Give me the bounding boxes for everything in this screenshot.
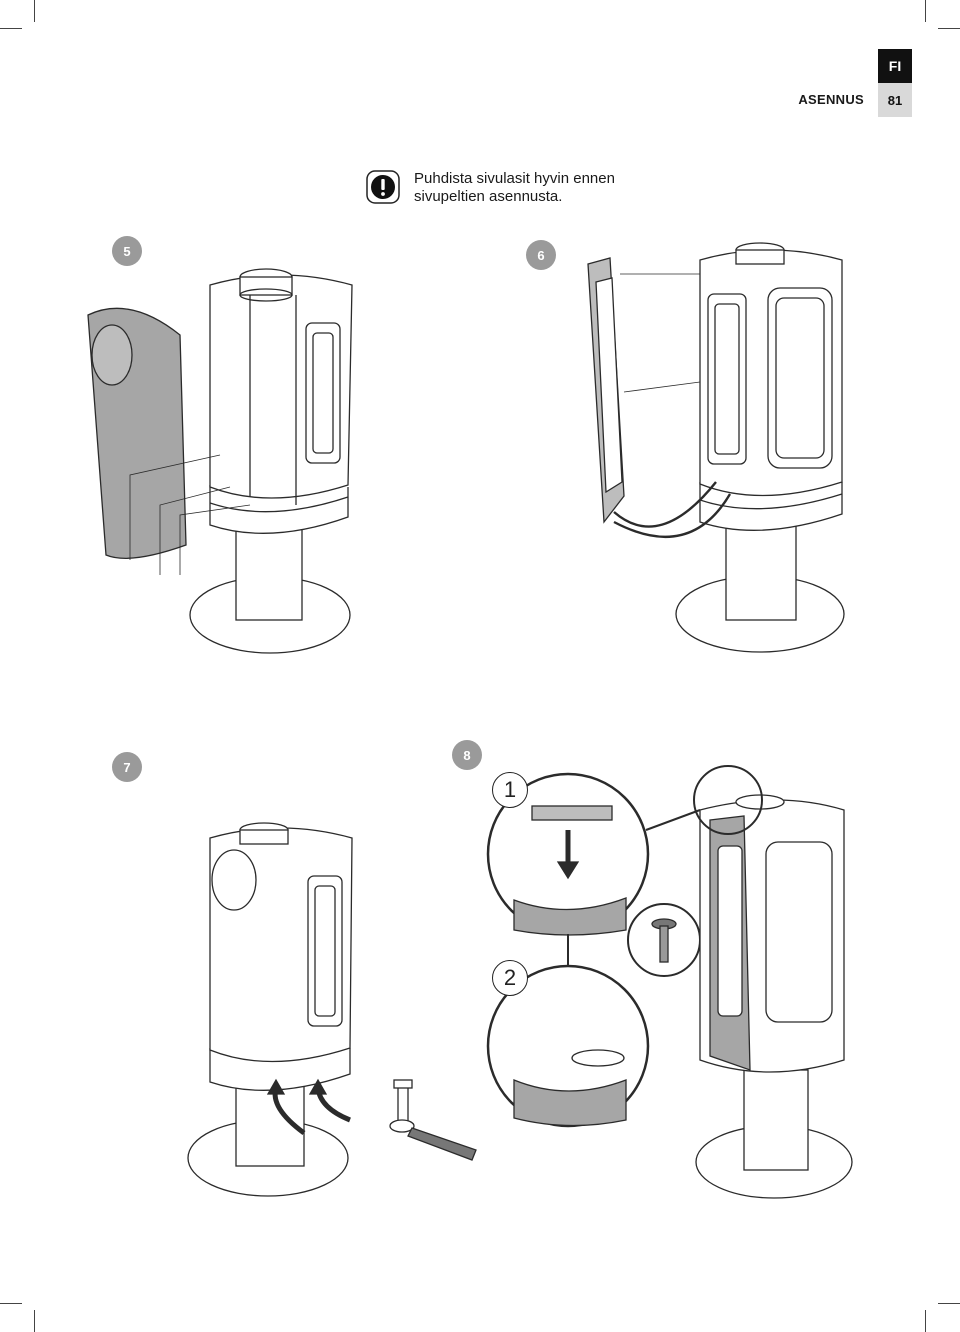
step-8-illustration	[486, 765, 853, 1199]
substep-1-badge: 1	[492, 772, 528, 808]
warning-line-2: sivupeltien asennusta.	[414, 188, 563, 205]
step-5-badge: 5	[112, 236, 142, 266]
step-6-illustration	[587, 242, 845, 653]
crop-mark	[0, 28, 22, 29]
step-7-badge: 7	[112, 752, 142, 782]
step-5-illustration	[87, 268, 353, 654]
page-number: 81	[878, 83, 912, 117]
warning-text: Puhdista sivulasit hyvin ennen sivupelti…	[414, 170, 674, 206]
crop-mark	[938, 28, 960, 29]
crop-mark	[34, 0, 35, 22]
section-title: ASENNUS	[798, 92, 864, 107]
crop-mark	[938, 1303, 960, 1304]
crop-mark	[0, 1303, 22, 1304]
language-badge: FI	[878, 49, 912, 83]
step-7-illustration	[187, 822, 477, 1197]
crop-mark	[925, 0, 926, 22]
warning-line-1: Puhdista sivulasit hyvin ennen	[414, 170, 615, 187]
exclamation-icon	[366, 170, 400, 204]
crop-mark	[925, 1310, 926, 1332]
step-8-badge: 8	[452, 740, 482, 770]
substep-2-badge: 2	[492, 960, 528, 996]
step-6-badge: 6	[526, 240, 556, 270]
crop-mark	[34, 1310, 35, 1332]
